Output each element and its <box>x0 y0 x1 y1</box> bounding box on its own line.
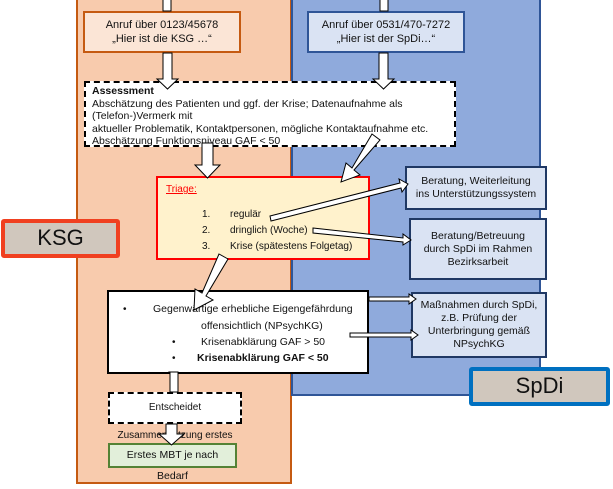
ksg-call-number: Anruf über 0123/45678 <box>105 19 219 31</box>
triage-item-number: 1. <box>202 209 211 220</box>
assessment-line-2: aktueller Problematik, Kontaktpersonen, … <box>92 122 429 135</box>
outcome-box-referral: Beratung, Weiterleitung ins Unterstützun… <box>405 166 547 210</box>
triage-item-number: 2. <box>202 225 211 236</box>
danger-item-2: Krisenabklärung GAF > 50 <box>201 336 326 348</box>
spdi-call-number: Anruf über 0531/470-7272 <box>321 19 451 31</box>
triage-box: Triage: 1. regulär 2. dringlich (Woche) 3.… <box>156 176 370 260</box>
triage-item: 1. regulär <box>202 208 261 222</box>
outcome-box-care: Beratung/Betreuung durch SpDi im Rahmen … <box>409 218 547 280</box>
assessment-title: Assessment <box>92 85 154 97</box>
outcome-text: Beratung/Betreuung <box>431 229 525 242</box>
first-mbt-box: Erstes MBT je nach Bedarf <box>108 443 237 482</box>
mbt-decision-box: Entscheidet Zusammensetzung erstes MBT <box>108 392 242 469</box>
assessment-line-3: Abschätzung Funktionsniveau GAF < 50 <box>92 135 281 147</box>
outcome-text: z.B. Prüfung der <box>441 312 517 324</box>
outcome-text: Maßnahmen durch SpDi, <box>420 299 538 311</box>
ksg-call-box: Anruf über 0123/45678 „Hier ist die KSG … <box>83 11 241 53</box>
triage-item-label: regulär <box>230 209 262 220</box>
triage-item: 3. Krise (spätestens Folgetag) <box>202 240 352 254</box>
triage-title: Triage: <box>166 184 197 195</box>
spdi-call-greeting: „Hier ist der SpDi…“ <box>336 33 436 45</box>
triage-item-number: 3. <box>202 241 211 252</box>
danger-item-1-line-2: offensichtlich (NPsychKG) <box>201 320 323 332</box>
outcome-text: Bezirksarbeit <box>447 255 509 268</box>
triage-item-label: Krise (spätestens Folgetag) <box>230 241 353 252</box>
outcome-text: NPsychKG <box>453 338 505 350</box>
assessment-line-1: Abschätzung des Patienten und ggf. der K… <box>92 97 403 123</box>
danger-item-1-line-1: Gegenwärtige erhebliche Eigengefährdung <box>153 303 353 315</box>
outcome-text: Unterbringung gemäß <box>427 325 531 337</box>
bullet-icon: • <box>123 304 127 315</box>
assessment-box: Assessment Abschätzung des Patienten und… <box>84 81 456 147</box>
outcome-text: ins Unterstützungssystem <box>415 188 537 200</box>
ksg-call-greeting: „Hier ist die KSG …“ <box>112 33 212 45</box>
spdi-region-tag: SpDi <box>469 367 610 406</box>
bullet-icon: • <box>172 337 176 348</box>
spdi-call-box: Anruf über 0531/470-7272 „Hier ist der S… <box>307 11 465 53</box>
outcome-text: durch SpDi im Rahmen <box>423 242 533 255</box>
triage-item-label: dringlich (Woche) <box>230 225 308 236</box>
outcome-text: Beratung, Weiterleitung <box>421 175 531 187</box>
crisis-assessment-box: • Gegenwärtige erhebliche Eigengefährdun… <box>107 290 369 374</box>
ksg-region-tag: KSG <box>1 219 120 258</box>
outcome-box-measures: Maßnahmen durch SpDi, z.B. Prüfung der U… <box>411 292 547 358</box>
danger-item-3: Krisenabklärung GAF < 50 <box>197 352 329 364</box>
bullet-icon: • <box>172 353 176 364</box>
triage-item: 2. dringlich (Woche) <box>202 224 308 238</box>
